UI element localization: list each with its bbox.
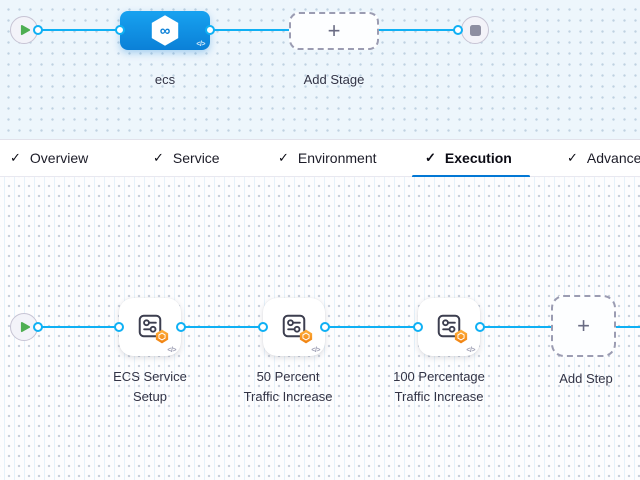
play-icon bbox=[20, 24, 30, 36]
step-label: ECS Service Setup bbox=[113, 369, 187, 404]
plus-icon: + bbox=[327, 18, 341, 43]
stage-connection-line bbox=[38, 29, 458, 31]
pipeline-end-node[interactable] bbox=[461, 16, 489, 44]
stage-out-port[interactable] bbox=[205, 25, 215, 35]
code-icon: </> bbox=[167, 347, 176, 354]
stage-in-port[interactable] bbox=[115, 25, 125, 35]
step-node-100-percentage-traffic-increase[interactable]: </> bbox=[418, 298, 480, 356]
add-step-button[interactable]: + bbox=[551, 295, 616, 357]
end-node-in-port[interactable] bbox=[453, 25, 463, 35]
execution-graph-canvas: </> ECS Service Setup bbox=[0, 177, 640, 480]
tab-label: Advanced bbox=[586, 150, 640, 166]
ecs-badge-icon bbox=[454, 329, 468, 343]
check-icon: ✓ bbox=[153, 150, 164, 165]
ecs-badge-icon bbox=[299, 329, 313, 343]
check-icon: ✓ bbox=[278, 150, 289, 165]
step1-in-port[interactable] bbox=[114, 322, 124, 332]
code-icon: </> bbox=[466, 347, 475, 354]
tab-label: Service bbox=[172, 150, 220, 166]
tab-label: Overview bbox=[29, 150, 89, 166]
step-label: 100 Percentage Traffic Increase bbox=[393, 369, 485, 404]
tab-environment[interactable]: ✓ Environment bbox=[278, 142, 377, 174]
code-icon: </> bbox=[311, 347, 320, 354]
tab-overview[interactable]: ✓ Overview bbox=[10, 142, 88, 174]
step-connection-line bbox=[38, 326, 640, 328]
step-label: 50 Percent Traffic Increase bbox=[243, 369, 333, 404]
code-icon: </> bbox=[196, 41, 205, 48]
tab-label: Environment bbox=[297, 150, 377, 166]
stop-icon bbox=[469, 24, 481, 36]
check-icon: ✓ bbox=[567, 150, 578, 165]
step3-out-port[interactable] bbox=[475, 322, 485, 332]
check-icon: ✓ bbox=[10, 150, 21, 165]
active-tab-underline bbox=[412, 175, 530, 178]
step3-in-port[interactable] bbox=[413, 322, 423, 332]
step-node-50-percent-traffic-increase[interactable]: </> bbox=[263, 298, 325, 356]
play-icon bbox=[20, 321, 30, 333]
plus-icon: + bbox=[577, 313, 590, 338]
check-icon: ✓ bbox=[425, 150, 436, 165]
stage-config-tabbar: ✓ Overview ✓ Service ✓ Environment ✓ Exe… bbox=[0, 139, 640, 178]
add-stage-label: Add Stage bbox=[303, 72, 365, 87]
add-stage-button[interactable]: + bbox=[289, 12, 379, 50]
svg-text:∞: ∞ bbox=[160, 23, 171, 39]
tab-label: Execution bbox=[444, 150, 512, 166]
tab-execution[interactable]: ✓ Execution bbox=[425, 142, 512, 174]
stage-label: ecs bbox=[154, 72, 176, 87]
step-config-icon bbox=[136, 312, 169, 343]
cd-stage-icon: ∞ bbox=[151, 15, 179, 46]
add-step-label: Add Step bbox=[559, 371, 613, 386]
ecs-badge-icon bbox=[155, 329, 169, 343]
step-config-icon bbox=[435, 312, 468, 343]
step1-out-port[interactable] bbox=[176, 322, 186, 332]
step-config-icon bbox=[280, 312, 313, 343]
step2-out-port[interactable] bbox=[320, 322, 330, 332]
tab-service[interactable]: ✓ Service bbox=[153, 142, 220, 174]
execution-start-out-port[interactable] bbox=[33, 322, 43, 332]
stage-graph-canvas: ∞ </> ecs + Add Stage bbox=[0, 0, 640, 139]
stage-node-ecs[interactable]: ∞ </> bbox=[120, 11, 210, 50]
start-node-out-port[interactable] bbox=[33, 25, 43, 35]
step-node-ecs-service-setup[interactable]: </> bbox=[119, 298, 181, 356]
step2-in-port[interactable] bbox=[258, 322, 268, 332]
tab-advanced[interactable]: ✓ Advanced bbox=[567, 142, 640, 174]
